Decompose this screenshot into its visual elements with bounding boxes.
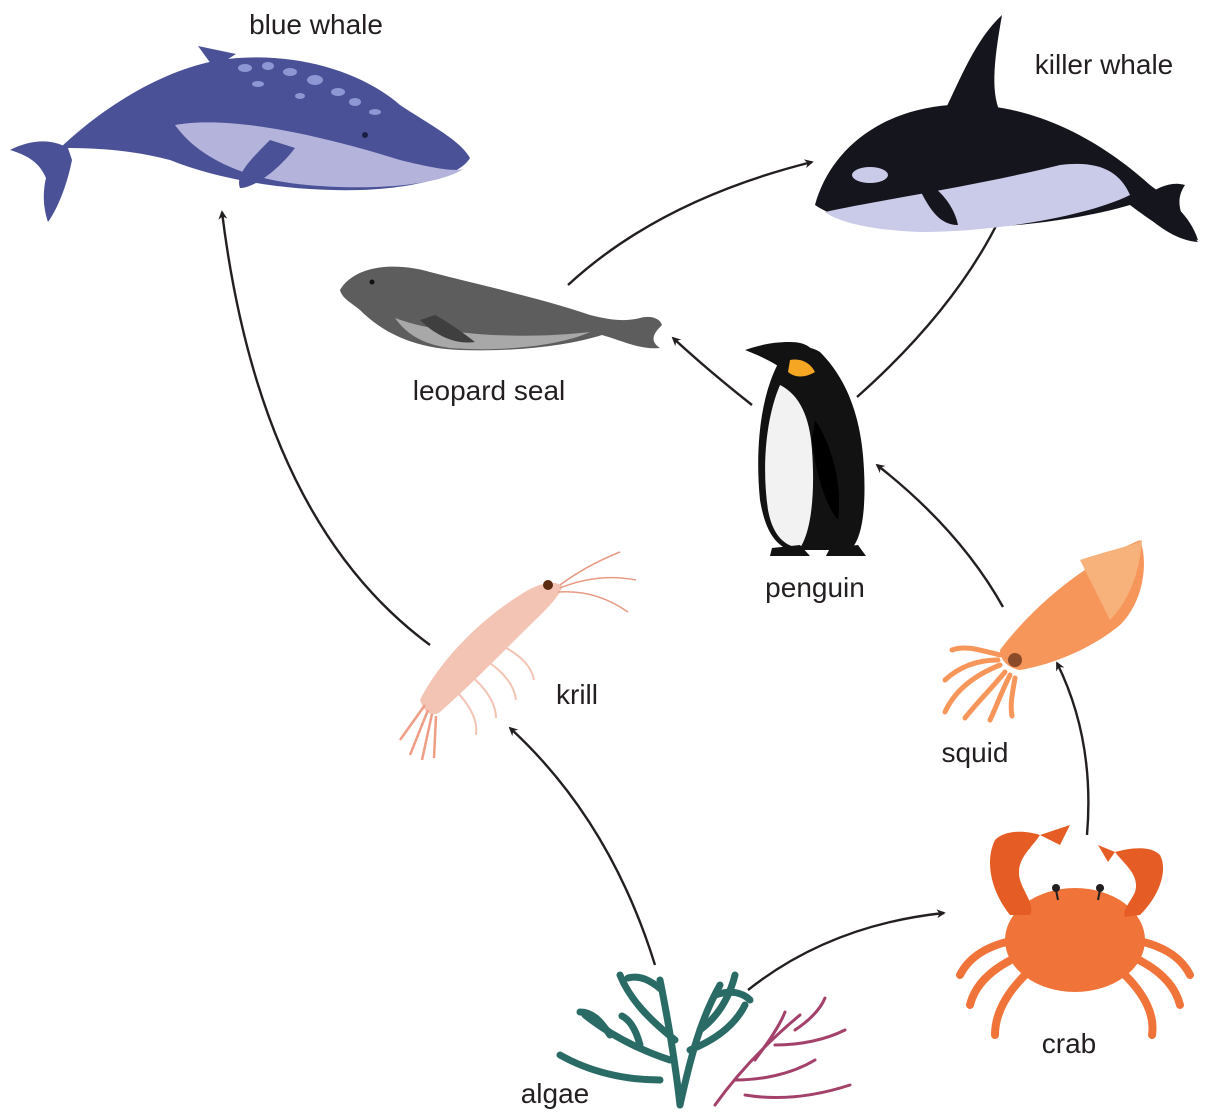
penguin-label: penguin [765,572,865,603]
algae-illustration: algae [521,975,850,1109]
arrow-crab-to-squid [1057,663,1088,835]
squid-illustration: squid [942,540,1144,768]
penguin-illustration: penguin [745,342,866,603]
blue-whale-label: blue whale [249,9,383,40]
blue-whale-fluke [10,141,72,222]
krill-body [420,583,562,715]
algae-red [715,998,850,1105]
krill-label: krill [556,679,598,710]
leopard-seal-eye [370,280,375,285]
arrow-squid-to-penguin [877,465,1003,607]
leopard-seal-label: leopard seal [413,375,566,406]
blue-whale-eye [362,132,368,138]
squid-label: squid [942,737,1009,768]
blue-whale-illustration: blue whale [10,9,470,222]
algae-label: algae [521,1078,590,1109]
crab-illustration: crab [960,825,1190,1059]
killer-whale-illustration: killer whale [815,15,1198,242]
squid-eye [1008,653,1022,667]
krill-eye [543,580,553,590]
arrow-seal-to-killerwhale [568,162,812,285]
killer-whale-dorsal-fin [945,15,1002,112]
crab-label: crab [1042,1028,1096,1059]
arrow-penguin-to-seal [673,338,752,405]
killer-whale-eyepatch [852,167,888,183]
killer-whale-label: killer whale [1035,49,1174,80]
arrow-penguin-to-killerwhale [857,218,1000,397]
arrow-algae-to-krill [510,728,655,965]
arrow-algae-to-crab [748,913,944,990]
krill-antennae [558,552,636,612]
leopard-seal-illustration: leopard seal [340,267,662,406]
krill-illustration: krill [400,552,636,760]
